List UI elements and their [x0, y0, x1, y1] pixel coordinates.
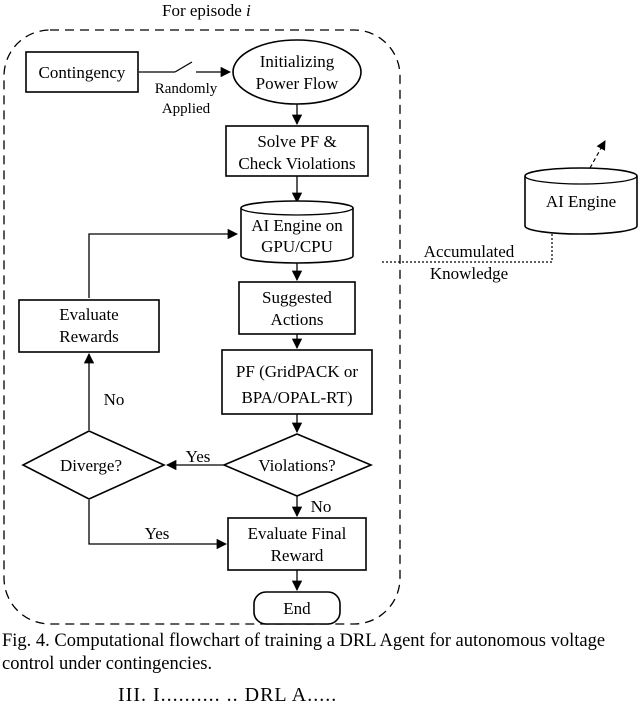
- node-external-ai-engine: AI Engine: [524, 167, 638, 235]
- node-suggested-actions: Suggested Actions: [238, 281, 356, 335]
- node-contingency: Contingency: [25, 51, 139, 93]
- episode-label-variable: i: [246, 1, 251, 20]
- accumulated-label-line1: Accumulated: [424, 242, 515, 261]
- node-evaluate-final-reward: Evaluate Final Reward: [227, 517, 367, 571]
- episode-boundary: [3, 29, 401, 625]
- node-violations-decision: Violations?: [221, 433, 374, 497]
- switch-label-applied: Applied: [162, 101, 211, 117]
- switch-label-randomly: Randomly: [155, 81, 218, 97]
- pf-label-line1: PF (GridPACK or: [236, 362, 359, 381]
- episode-label: For episode i: [162, 1, 251, 20]
- evalrewards-label-line2: Rewards: [59, 327, 118, 346]
- init-label-line1: Initializing: [260, 52, 335, 71]
- edge-label-no-diverge: No: [104, 390, 125, 409]
- switch-blade: [174, 61, 193, 73]
- violations-label: Violations?: [258, 456, 335, 475]
- edge-accumulated-knowledge: [382, 234, 553, 263]
- node-end: End: [253, 591, 341, 625]
- figure-caption: Fig. 4. Computational flowchart of train…: [2, 631, 606, 674]
- node-solve-pf: Solve PF & Check Violations: [225, 125, 369, 177]
- suggested-label-line2: Actions: [271, 310, 324, 329]
- init-label-line2: Power Flow: [256, 74, 339, 93]
- edge-label-yes-diverge: Yes: [145, 524, 170, 543]
- node-diverge-decision: Diverge?: [21, 430, 166, 500]
- edge-diverge-evalfinal: [88, 500, 228, 550]
- edge-external-ai-out: [589, 140, 606, 169]
- ai-engine-label-line2: GPU/CPU: [261, 237, 333, 256]
- accumulated-label-line2: Knowledge: [430, 264, 508, 283]
- episode-label-prefix: For episode: [162, 1, 246, 20]
- pf-label-line2: BPA/OPAL-RT): [241, 388, 352, 407]
- ai-engine-label-line1: AI Engine on: [251, 216, 343, 235]
- diverge-label: Diverge?: [60, 456, 122, 475]
- node-initializing-power-flow: Initializing Power Flow: [232, 39, 362, 105]
- end-label: End: [283, 599, 311, 618]
- edge-label-no-violations: No: [311, 497, 332, 516]
- suggested-label-line1: Suggested: [262, 288, 332, 307]
- solve-label-line1: Solve PF &: [257, 132, 336, 151]
- node-ai-engine-cylinder: AI Engine on GPU/CPU: [240, 200, 354, 264]
- node-evaluate-rewards: Evaluate Rewards: [18, 299, 160, 353]
- edge-evalrewards-ai: [88, 228, 239, 298]
- flowchart-svg: For episode i Contingency Randomly Appli…: [3, 1, 638, 625]
- node-power-flow-solver: PF (GridPACK or BPA/OPAL-RT): [221, 349, 373, 415]
- edge-label-yes-violations: Yes: [186, 447, 211, 466]
- external-ai-engine-label: AI Engine: [546, 192, 616, 211]
- solve-label-line2: Check Violations: [238, 154, 355, 173]
- evalfinal-label-line1: Evaluate Final: [248, 524, 347, 543]
- section-heading-partial: III. I.......... .. DRL A.....: [118, 684, 338, 706]
- evalrewards-label-line1: Evaluate: [59, 305, 118, 324]
- contingency-label: Contingency: [39, 63, 126, 82]
- evalfinal-label-line2: Reward: [271, 546, 324, 565]
